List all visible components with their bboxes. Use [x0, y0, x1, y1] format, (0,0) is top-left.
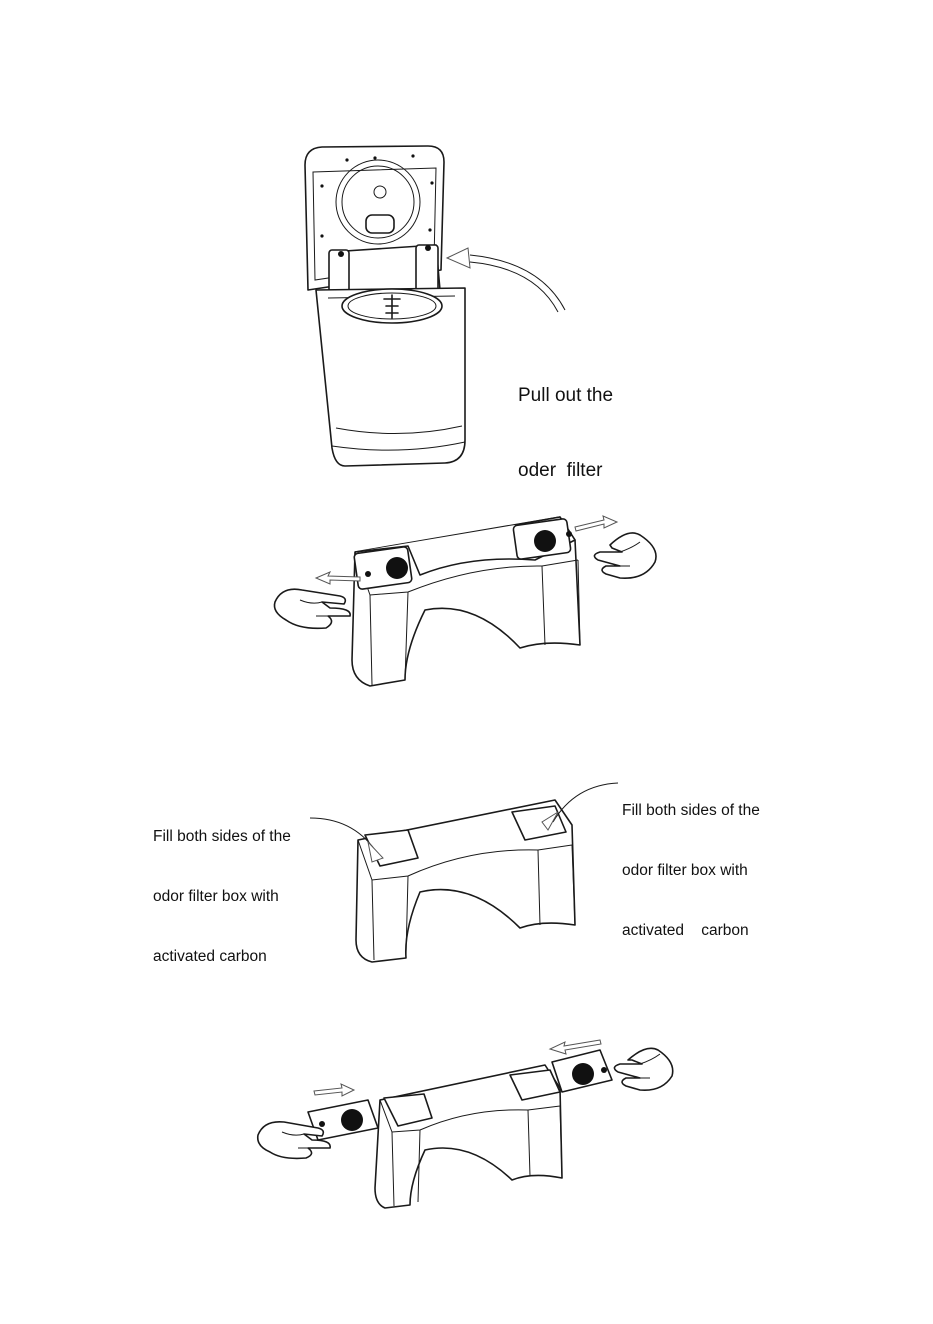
right-hand-icon — [614, 1048, 672, 1090]
filter-box-close-illustration — [0, 0, 933, 1240]
